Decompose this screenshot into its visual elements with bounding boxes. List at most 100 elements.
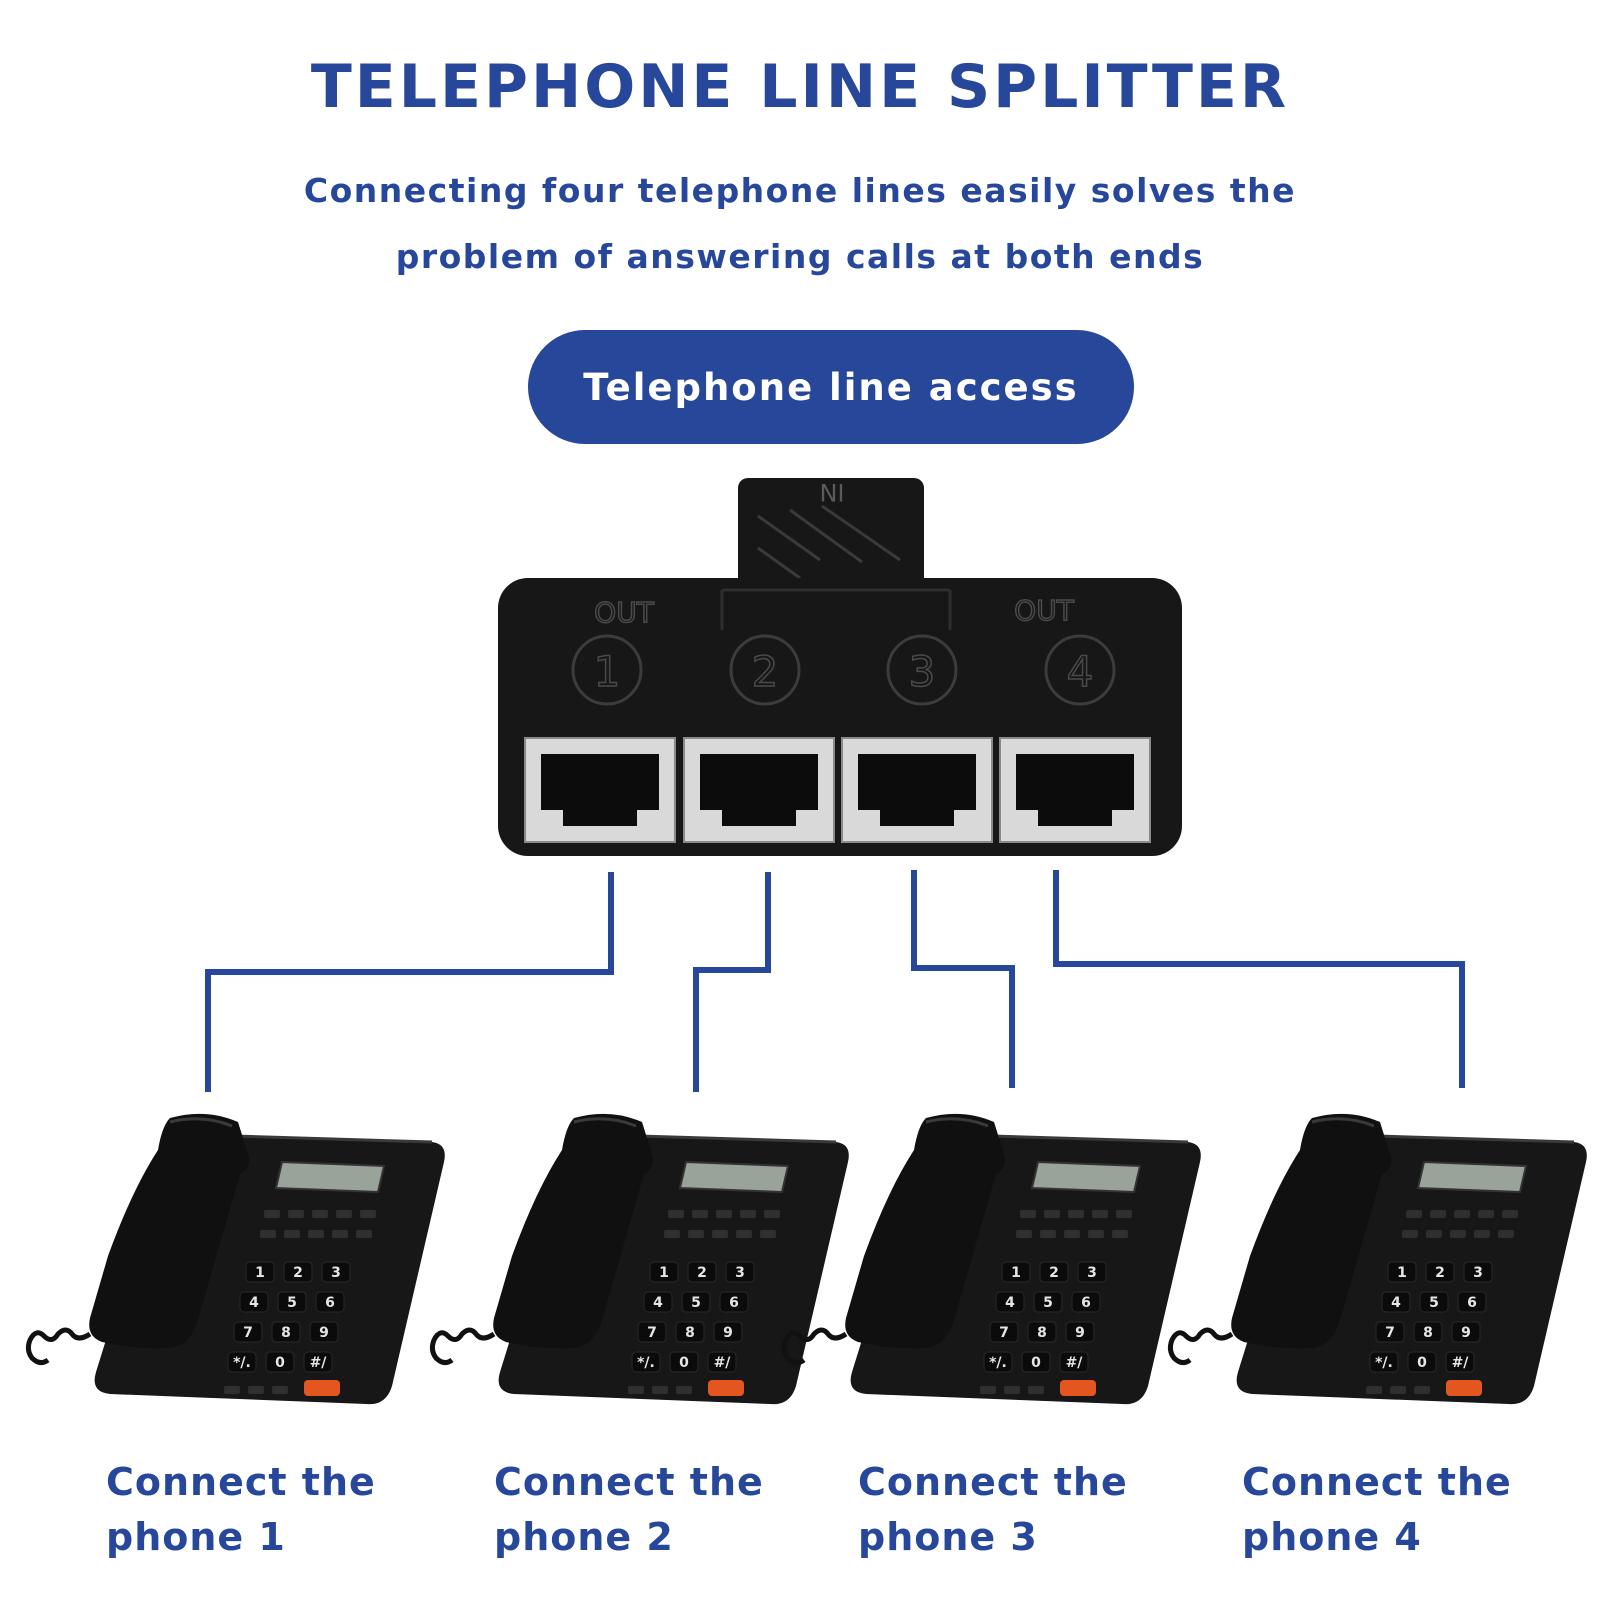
phone-bottom-key <box>1390 1386 1406 1394</box>
phone-function-key <box>688 1230 704 1238</box>
phone-key-label: 6 <box>729 1295 739 1311</box>
phone-key <box>245 1261 275 1283</box>
port-number-circle <box>729 634 801 706</box>
phone-key-label: 1 <box>659 1265 669 1281</box>
phone-key-label: 2 <box>1435 1265 1445 1281</box>
phone-function-key <box>1068 1210 1084 1218</box>
phone-key-label: #/ <box>1452 1355 1470 1371</box>
phone-key <box>983 1351 1013 1373</box>
phone-bottom-key <box>224 1386 240 1394</box>
grip-line <box>789 508 863 564</box>
phone-key-label: 1 <box>1011 1265 1021 1281</box>
phone-key <box>265 1351 295 1373</box>
phone-key <box>233 1321 263 1343</box>
phone-function-key <box>1116 1210 1132 1218</box>
port-number-2: 2 <box>752 647 779 696</box>
jack-opening-2 <box>700 754 818 826</box>
phone-function-key <box>1112 1230 1128 1238</box>
phone-key-label: 6 <box>325 1295 335 1311</box>
phone-function-key <box>1406 1210 1422 1218</box>
phone-key-label: 0 <box>1417 1355 1427 1371</box>
phone-function-key <box>1478 1210 1494 1218</box>
handset-highlight <box>925 1117 989 1128</box>
phone-lcd <box>678 1160 790 1194</box>
caption-line: phone 2 <box>494 1515 674 1559</box>
phone-lcd <box>274 1160 386 1194</box>
phone-key <box>239 1291 269 1313</box>
phone-cord <box>25 1327 92 1366</box>
telephone-line-access-badge: Telephone line access <box>528 330 1134 444</box>
phone-handset <box>1231 1113 1391 1349</box>
phone-key <box>995 1291 1025 1313</box>
grip-line <box>757 514 821 562</box>
caption-phone-1: Connect the phone 1 <box>106 1455 376 1565</box>
phone-cord <box>429 1327 496 1366</box>
subtitle-line-1: Connecting four telephone lines easily s… <box>303 171 1297 210</box>
phone-cord <box>781 1327 848 1366</box>
phone-function-key <box>264 1210 280 1218</box>
phone-key <box>1445 1351 1475 1373</box>
phone-function-key <box>1064 1230 1080 1238</box>
handset-highlight <box>169 1117 233 1128</box>
phone-function-key <box>692 1210 708 1218</box>
phone-key <box>989 1321 1019 1343</box>
phone-key <box>713 1321 743 1343</box>
phone-function-key <box>332 1230 348 1238</box>
phone-key <box>1369 1351 1399 1373</box>
subtitle-line-2: problem of answering calls at both ends <box>395 237 1205 276</box>
phone-key <box>1419 1291 1449 1313</box>
phone-key-label: #/ <box>714 1355 732 1371</box>
caption-line: phone 4 <box>1242 1515 1422 1559</box>
phone-key-label: 3 <box>1087 1265 1097 1281</box>
phone-function-key <box>288 1210 304 1218</box>
phone-key-label: 9 <box>723 1325 733 1341</box>
caption-line: Connect the <box>494 1460 764 1504</box>
phone-function-key <box>1426 1230 1442 1238</box>
phone-function-key <box>1430 1210 1446 1218</box>
out-label-left: OUT <box>594 596 655 629</box>
phone-key <box>1033 1291 1063 1313</box>
phone-key <box>1425 1261 1455 1283</box>
phone-lcd <box>1030 1160 1142 1194</box>
phone-function-key <box>1020 1210 1036 1218</box>
phone-function-key <box>308 1230 324 1238</box>
phone-function-key <box>736 1230 752 1238</box>
phone-key-label: 3 <box>735 1265 745 1281</box>
phone-key-label: 3 <box>331 1265 341 1281</box>
port-number-1: 1 <box>594 647 621 696</box>
port-number-4: 4 <box>1067 647 1094 696</box>
phone-key-label: 8 <box>281 1325 291 1341</box>
phone-key <box>681 1291 711 1313</box>
phone-key-label: #/ <box>1066 1355 1084 1371</box>
phone-key <box>1381 1291 1411 1313</box>
phone-key <box>277 1291 307 1313</box>
phone-key-label: 2 <box>697 1265 707 1281</box>
phone-function-key <box>360 1210 376 1218</box>
caption-line: Connect the <box>1242 1460 1512 1504</box>
phone-key <box>1065 1321 1095 1343</box>
phone-key-label: 7 <box>1385 1325 1395 1341</box>
phone-key <box>1071 1291 1101 1313</box>
phone-lcd <box>1416 1160 1528 1194</box>
phone-key <box>1021 1351 1051 1373</box>
phone-key-label: 9 <box>1461 1325 1471 1341</box>
phone-handset <box>493 1113 653 1349</box>
phone-function-key <box>1040 1230 1056 1238</box>
caption-phone-2: Connect the phone 2 <box>494 1455 764 1565</box>
phone-function-key <box>260 1230 276 1238</box>
phone-key <box>1077 1261 1107 1283</box>
phone-key <box>283 1261 313 1283</box>
connection-line-4 <box>1053 870 1465 1088</box>
phone-key <box>725 1261 755 1283</box>
phone-bottom-key <box>652 1386 668 1394</box>
phone-key-label: 6 <box>1081 1295 1091 1311</box>
phone-function-key <box>712 1230 728 1238</box>
phone-function-key <box>312 1210 328 1218</box>
page-subtitle: Connecting four telephone lines easily s… <box>0 158 1600 290</box>
phone-key <box>719 1291 749 1313</box>
connection-line-1 <box>205 872 614 1092</box>
phone-key-label: #/ <box>310 1355 328 1371</box>
phone-key-label: 9 <box>319 1325 329 1341</box>
